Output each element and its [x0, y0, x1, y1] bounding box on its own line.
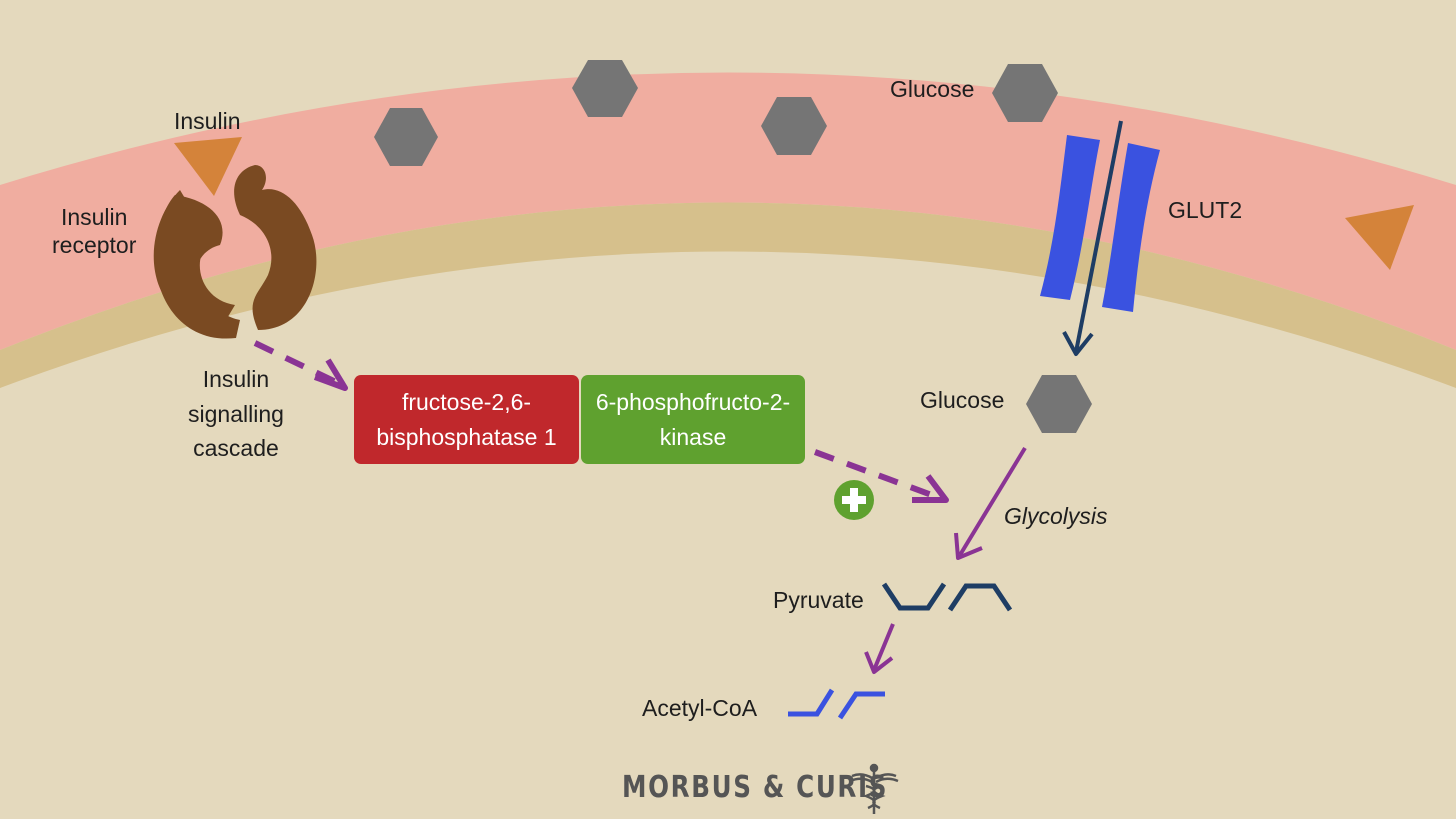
phosphofructokinase-label: 6-phosphofructo-2- kinase	[595, 389, 791, 450]
insulin-molecule	[1345, 205, 1414, 270]
acetyl-coa-shape	[837, 691, 885, 720]
glucose-molecule	[1026, 375, 1092, 433]
glycolysis-arrow	[958, 446, 1027, 557]
fructose-bisphosphatase-label: fructose-2,6- bisphosphatase 1	[376, 389, 557, 450]
activation-arrow	[813, 449, 942, 501]
activation-arrowhead	[912, 474, 949, 503]
pyruvate-shape	[881, 582, 947, 611]
glut2-subunit-left	[1040, 135, 1100, 300]
pyruvate-arrow	[872, 623, 895, 671]
pyruvate-shape	[947, 583, 1013, 612]
insulin-receptor-label: Insulin receptor	[52, 204, 137, 258]
glucose-molecule	[761, 97, 827, 155]
glucose-molecule	[992, 64, 1058, 122]
acetyl-coa-label: Acetyl-CoA	[642, 695, 758, 721]
signalling-arrow	[253, 340, 344, 388]
glucose-inside-label: Glucose	[920, 387, 1005, 413]
insulin-receptor-right-body	[234, 165, 317, 330]
fructose-bisphosphatase-box: fructose-2,6- bisphosphatase 1	[354, 375, 579, 464]
glucose-molecule	[374, 108, 438, 166]
glucose-outside-label: Glucose	[890, 76, 975, 102]
signalling-arrowhead	[313, 358, 348, 391]
insulin-label: Insulin	[174, 108, 241, 134]
insulin-molecule	[174, 137, 242, 196]
transport-arrow	[1074, 120, 1123, 353]
glut2-label: GLUT2	[1168, 197, 1243, 223]
cell-membrane	[0, 202, 1456, 388]
glucose-molecule	[572, 60, 638, 117]
signalling-cascade-label: Insulin signalling cascade	[188, 366, 284, 461]
acetyl-coa-shape	[788, 688, 835, 717]
glycolysis-label: Glycolysis	[1004, 503, 1108, 529]
plus-circle-icon	[834, 480, 874, 520]
insulin-receptor-left-body	[155, 195, 240, 339]
transport-arrowhead	[1062, 331, 1094, 356]
caduceus-icon	[849, 763, 899, 814]
pyruvate-arrowhead	[864, 651, 894, 674]
phosphofructokinase-box: 6-phosphofructo-2- kinase	[581, 375, 805, 464]
glut2-subunit-right	[1102, 143, 1160, 312]
glycolysis-arrowhead	[954, 532, 983, 560]
pyruvate-label: Pyruvate	[773, 587, 864, 613]
brand-wordmark: MORBUS & CURIS	[622, 770, 889, 805]
